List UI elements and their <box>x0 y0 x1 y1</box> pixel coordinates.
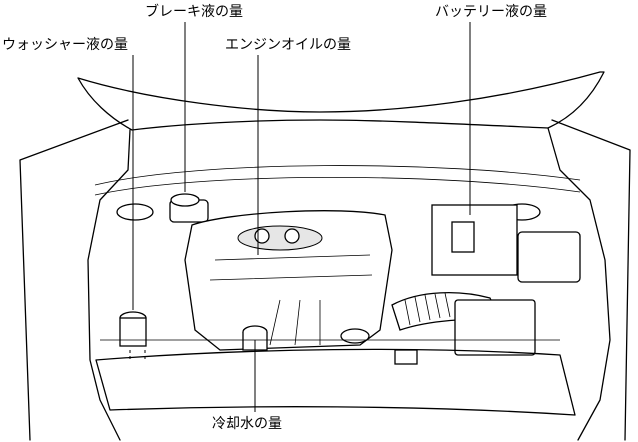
washer-reservoir <box>119 317 147 347</box>
battery-fluid-label: バッテリー液の量 <box>435 3 547 21</box>
brake-fluid-label: ブレーキ液の量 <box>145 3 243 21</box>
brake-reservoir-cap <box>170 193 200 207</box>
hood <box>77 71 605 131</box>
right-fender <box>547 127 611 441</box>
left-fender <box>87 129 131 441</box>
front-panel <box>95 348 576 416</box>
battery-terminal <box>451 221 475 253</box>
fuse-box <box>517 231 581 283</box>
coolant-label: 冷却水の量 <box>212 415 282 433</box>
engine-oil-label: エンジンオイルの量 <box>225 36 351 54</box>
radiator-cap <box>340 328 370 344</box>
left-strut-tower <box>116 203 154 221</box>
air-cleaner-box <box>454 299 536 356</box>
washer-fluid-label: ウォッシャー液の量 <box>2 36 128 54</box>
engine-cover <box>184 210 393 351</box>
oil-filler-area <box>237 225 323 251</box>
